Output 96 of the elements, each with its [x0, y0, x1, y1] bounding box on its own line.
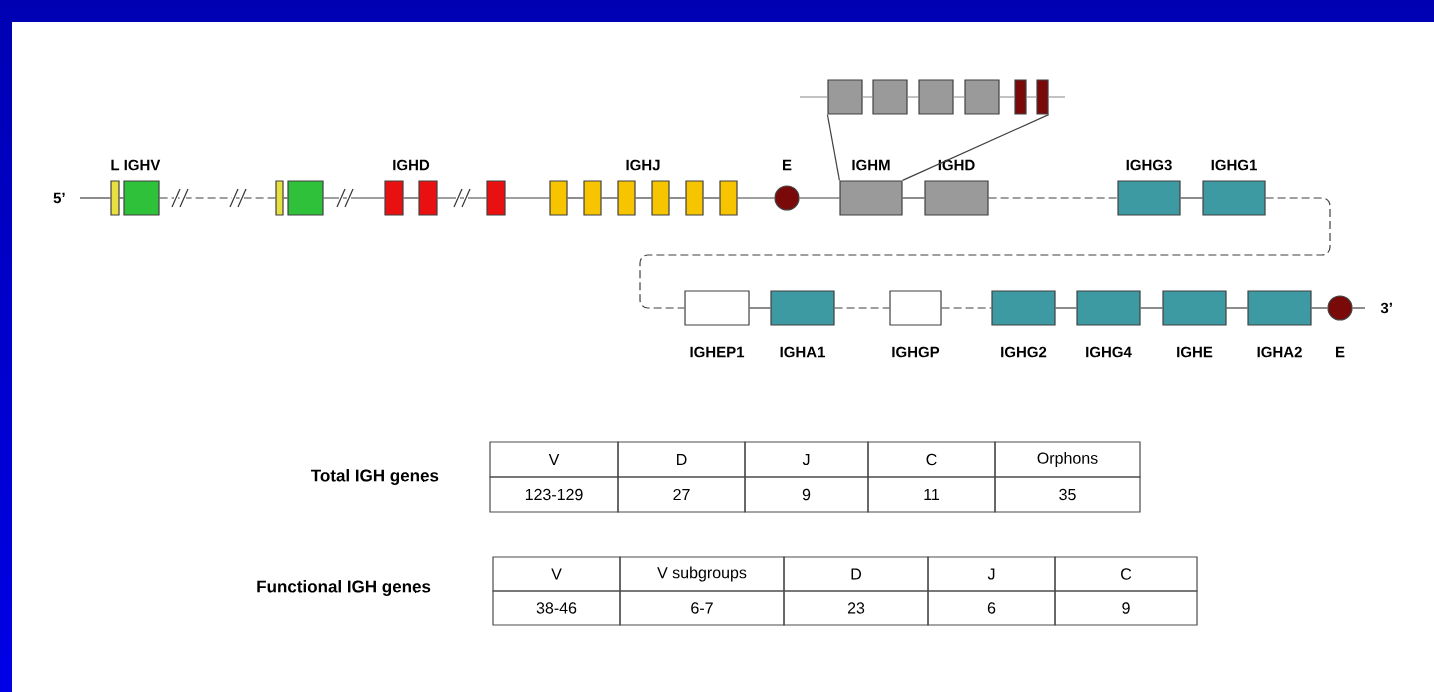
table-cell: V [492, 556, 621, 592]
gene-box [1036, 79, 1049, 115]
table-cell: D [617, 441, 746, 478]
gene-label: IGHA2 [1257, 346, 1302, 358]
gene-box [486, 180, 506, 216]
locus-line [749, 307, 771, 309]
locus-line [159, 197, 276, 199]
locus-line [862, 96, 873, 98]
locus-line [1226, 307, 1248, 309]
gene-box [583, 180, 602, 216]
gene-label: IGHD [393, 159, 430, 171]
locus-line [941, 307, 992, 309]
locus-line [799, 96, 828, 98]
table-cell: 27 [617, 476, 746, 513]
locus-line [799, 197, 840, 199]
gene-box [384, 180, 404, 216]
gene-label: IGHG3 [1126, 159, 1172, 171]
table-cell: 11 [867, 476, 996, 513]
table-title: Functional IGH genes [257, 580, 431, 596]
gene-label: IGHG4 [1086, 346, 1132, 358]
locus-line [1048, 96, 1066, 98]
locus-line [639, 197, 1331, 309]
table-cell: 123-129 [489, 476, 619, 513]
locus-line [437, 197, 487, 199]
gene-box [651, 180, 670, 216]
locus-line [953, 96, 965, 98]
gene-box [872, 79, 908, 115]
gene-box [287, 180, 324, 216]
locus-line [988, 197, 1118, 199]
locus-line [323, 197, 385, 199]
zoom-line [826, 114, 840, 181]
table-title: Total IGH genes [311, 469, 439, 485]
gene-box [418, 180, 438, 216]
locus-line [403, 197, 419, 199]
table-cell: Orphons [994, 441, 1141, 478]
locus-line [635, 197, 652, 199]
locus-line [1055, 307, 1077, 309]
table-cell: 38-46 [492, 590, 621, 626]
table-cell: C [1054, 556, 1198, 592]
table-cell: 35 [994, 476, 1141, 513]
gene-label: 3’ [1380, 302, 1392, 314]
locus-line [902, 197, 925, 199]
locus-line [1352, 307, 1366, 309]
table-cell: 9 [744, 476, 869, 513]
gene-box [719, 180, 738, 216]
gene-label: E [783, 159, 792, 171]
locus-line [1311, 307, 1328, 309]
gene-box [123, 180, 160, 216]
zoom-line [902, 114, 1050, 181]
locus-line [119, 197, 124, 199]
locus-line [567, 197, 584, 199]
gene-label: IGHA1 [780, 346, 826, 358]
gene-label: L [111, 159, 120, 171]
locus-line [1140, 307, 1163, 309]
gene-box [110, 180, 120, 216]
locus-line [669, 197, 686, 199]
table-cell: J [927, 556, 1056, 592]
table-cell: 6-7 [619, 590, 785, 626]
locus-line [505, 197, 550, 199]
table-cell: D [783, 556, 929, 592]
gene-label: IGHE [1177, 346, 1213, 358]
gene-box [685, 180, 704, 216]
table-cell: 6 [927, 590, 1056, 626]
gene-box [617, 180, 636, 216]
locus-line [1180, 197, 1203, 199]
gene-box [918, 79, 954, 115]
table-cell: J [744, 441, 869, 478]
table-cell: C [867, 441, 996, 478]
table-cell: 23 [783, 590, 929, 626]
gene-label: IGHEP1 [690, 346, 745, 358]
gene-label: IGHG2 [1001, 346, 1047, 358]
gene-label: IGHV [124, 159, 161, 171]
gene-label: 5’ [53, 192, 65, 204]
locus-line [79, 197, 111, 199]
locus-line [999, 96, 1015, 98]
gene-box [275, 180, 284, 216]
table-cell: V subgroups [619, 556, 785, 592]
gene-label: IGHJ [626, 159, 660, 171]
table-cell: V [489, 441, 619, 478]
table-cell: 9 [1054, 590, 1198, 626]
gene-box [549, 180, 568, 216]
locus-line [737, 197, 775, 199]
locus-line [601, 197, 618, 199]
gene-label: IGHG1 [1211, 159, 1257, 171]
locus-line [703, 197, 720, 199]
gene-label: IGHD [938, 159, 975, 171]
gene-label: E [1336, 346, 1345, 358]
gene-label: IGHGP [892, 346, 940, 358]
locus-line [834, 307, 890, 309]
gene-label: IGHM [852, 159, 890, 171]
gene-box [827, 79, 863, 115]
locus-line [907, 96, 919, 98]
gene-box [1014, 79, 1027, 115]
gene-box [964, 79, 1000, 115]
locus-line [283, 197, 288, 199]
locus-line [1026, 96, 1037, 98]
